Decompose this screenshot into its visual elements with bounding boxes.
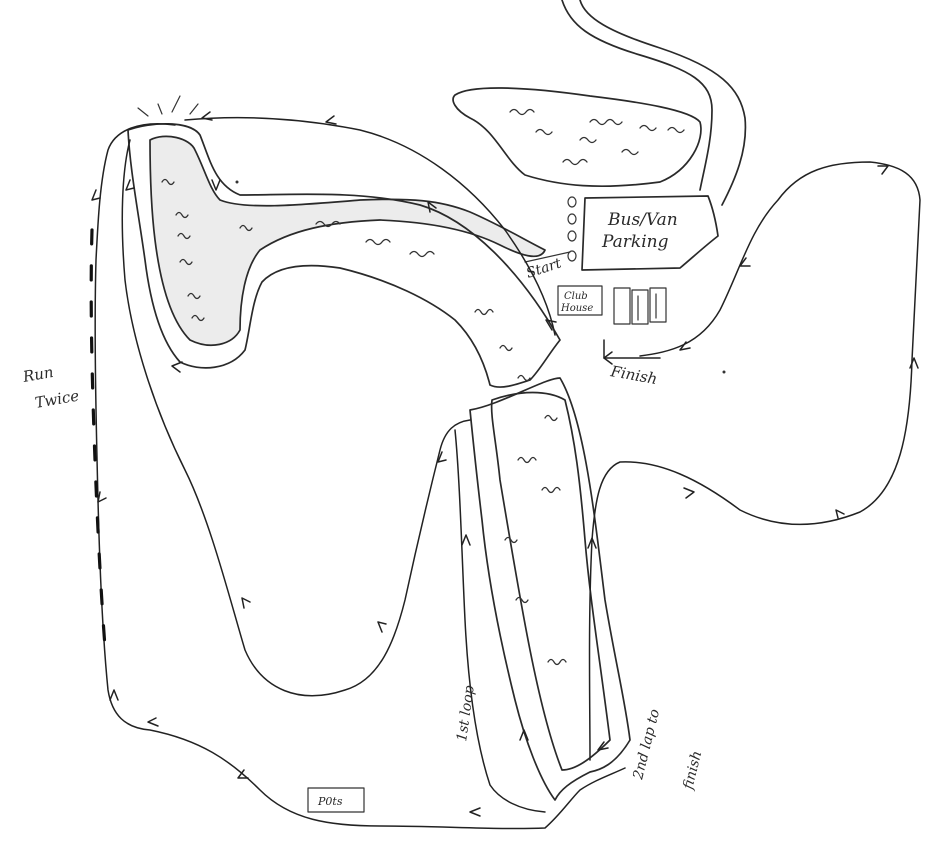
top-pond <box>452 87 702 188</box>
main-lake-upper <box>127 123 561 388</box>
main-lake-lower <box>469 377 631 801</box>
run-twice-label-1: Run <box>21 363 55 386</box>
turnaround-marks <box>137 95 199 117</box>
run-twice-label-2: Twice <box>34 386 81 411</box>
map-dot <box>722 370 726 374</box>
start-line <box>524 251 571 263</box>
run-twice-segment <box>89 228 108 662</box>
second-loop-label-1: 2nd lap to <box>630 708 663 782</box>
direction-arrow-icon <box>91 111 919 817</box>
race-route <box>94 116 921 830</box>
club-house-label-2: House <box>560 303 593 314</box>
club-house: Club House <box>557 285 603 316</box>
potties-label: P0ts <box>317 795 343 808</box>
river <box>561 0 747 206</box>
start-circle-icon <box>567 196 577 262</box>
finish-marker: Finish <box>603 339 661 388</box>
parking-label-2: Parking <box>601 232 669 252</box>
portable-toilet-icon <box>613 287 667 325</box>
bus-van-parking: Bus/Van Parking <box>581 195 719 271</box>
second-loop-label-2: finish <box>680 749 705 792</box>
finish-label: Finish <box>608 362 658 388</box>
map-dot <box>235 180 239 184</box>
first-loop-label: 1st loop <box>454 684 478 742</box>
portable-toilets-bottom: P0ts <box>307 787 365 813</box>
club-house-label-1: Club <box>564 291 588 302</box>
parking-label-1: Bus/Van <box>607 210 678 230</box>
